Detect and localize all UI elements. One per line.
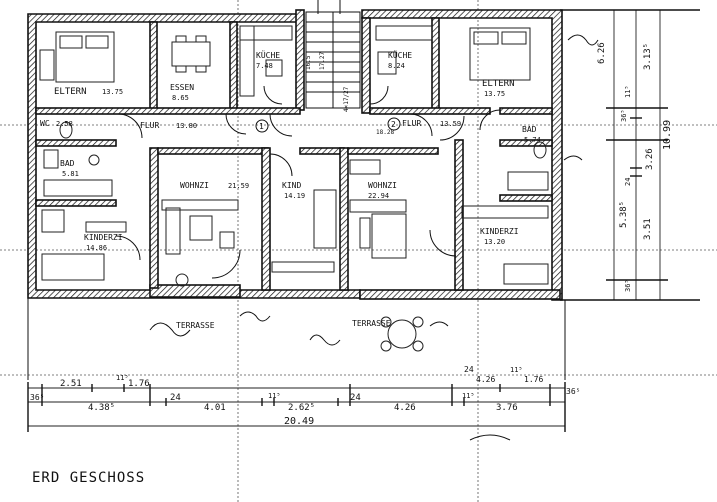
room-kind-name: KIND	[282, 181, 301, 190]
dim-bottom-r1-7: 1.76	[524, 375, 543, 384]
terrace-vegetation	[149, 34, 599, 441]
room-wohnz-left-name: WOHNZI	[180, 181, 209, 190]
dim-bottom-r2-2: 4.38⁵	[88, 403, 115, 413]
room-wc-area: 2.58	[56, 120, 73, 128]
room-flur-right-small-area: 18.28	[376, 129, 394, 136]
room-kueche-right-name: KÜCHE	[388, 50, 412, 60]
dim-bottom-r1-4: 24	[464, 365, 474, 374]
room-bad-right-name: BAD	[522, 125, 537, 134]
dim-right-inner-5: 5.38⁵	[619, 201, 629, 228]
inner-walls	[35, 9, 553, 291]
dim-right-outer-4: 36⁵	[624, 279, 632, 292]
dim-bottom-r1-5: 4.26	[476, 375, 495, 384]
room-kinder-right-area: 13.20	[484, 238, 505, 246]
dim-bottom-r2-4: 4.01	[204, 403, 226, 413]
right-dimensions: 6.26 36⁵ 10.99 36⁵ 3.13⁵ 11⁵ 3.26 24 5.3…	[560, 9, 700, 301]
room-wc-name: WC	[40, 119, 50, 128]
room-essen-name: ESSEN	[170, 83, 194, 92]
unit-marker-1: 1	[259, 122, 264, 131]
room-flur-left-area: 13.80	[176, 122, 197, 130]
staircase	[305, 0, 361, 109]
room-kueche-left-name: KÜCHE	[256, 50, 280, 60]
dim-bottom-r1-2: 11⁵	[116, 374, 129, 382]
room-bad-left-area: 5.81	[62, 170, 79, 178]
dim-right-inner-6: 3.51	[643, 218, 653, 240]
room-labels: ELTERN 13.75 ESSEN 8.65 KÜCHE 7.48 WC 2.…	[40, 50, 541, 330]
dim-bottom-r1-3: 1.76	[128, 379, 150, 389]
room-eltern-left-name: ELTERN	[54, 87, 87, 97]
dim-bottom-r2-6: 2.62⁵	[288, 403, 315, 413]
outer-walls	[27, 9, 563, 301]
dim-bottom-r2-8: 4.26	[394, 403, 416, 413]
room-essen-area: 8.65	[172, 94, 189, 102]
room-bad-left-name: BAD	[60, 159, 75, 168]
dim-bottom-total: 20.49	[284, 416, 314, 427]
room-terrasse-right-name: TERRASSE	[352, 319, 391, 328]
dim-bottom-r1-6: 11⁵	[510, 366, 523, 374]
dim-bottom-r2-5: 11⁵	[268, 392, 281, 400]
room-kinder-left-name: KINDERZI	[84, 233, 123, 242]
room-bad-right-area: 5.74	[524, 136, 541, 144]
dim-right-outer-2: 36⁵	[620, 109, 628, 122]
room-terrasse-left-name: TERRASSE	[176, 321, 215, 330]
room-wohnz-left-area: 21.59	[228, 182, 249, 190]
room-eltern-right-name: ELTERN	[482, 79, 515, 89]
dim-bottom-r2-11: 36⁵	[566, 387, 580, 396]
bottom-dimensions: 2.51 11⁵ 1.76 24 4.26 11⁵ 1.76 36⁵ 4.38⁵…	[27, 298, 580, 432]
stair-label-3: 4×17/27	[343, 86, 350, 112]
dim-bottom-r1-1: 2.51	[60, 379, 82, 389]
room-flur-right-name: FLUR	[402, 119, 421, 128]
unit-marker-2: 2	[391, 120, 396, 129]
room-kinder-left-area: 14.86	[86, 244, 107, 252]
room-kueche-right-area: 8.24	[388, 62, 405, 70]
door-swings	[115, 85, 501, 279]
room-kinder-right-name: KINDERZI	[480, 227, 519, 236]
dim-bottom-r2-3: 24	[170, 393, 181, 403]
dim-right-inner-4: 24	[624, 178, 632, 186]
dim-right-outer-3: 10.99	[662, 120, 673, 150]
dim-right-outer-1: 6.26	[597, 42, 607, 64]
room-kueche-left-area: 7.48	[256, 62, 273, 70]
furniture	[39, 25, 549, 352]
unit-markers: 1 2	[255, 117, 401, 133]
room-flur-right-area: 13.59	[440, 120, 461, 128]
room-wohnz-right-area: 22.94	[368, 192, 389, 200]
dim-right-inner-3: 3.26	[645, 148, 655, 170]
dim-right-inner-2: 11⁵	[624, 85, 632, 98]
plan-title: ERD GESCHOSS	[32, 470, 145, 486]
room-wohnz-right-name: WOHNZI	[368, 181, 397, 190]
dim-bottom-r2-9: 11⁵	[462, 392, 475, 400]
dim-bottom-r2-1: 36⁵	[30, 393, 44, 402]
room-kind-area: 14.19	[284, 192, 305, 200]
room-flur-left-name: FLUR	[140, 121, 159, 130]
room-eltern-right-area: 13.75	[484, 90, 505, 98]
stair-label-2: 17.27	[319, 52, 326, 70]
room-eltern-left-area: 13.75	[102, 88, 123, 96]
stair-label-1: 16.5	[305, 55, 312, 70]
dim-right-inner-1: 3.13⁵	[643, 43, 653, 70]
dim-bottom-r2-7: 24	[350, 393, 361, 403]
dim-bottom-r2-10: 3.76	[496, 403, 518, 413]
